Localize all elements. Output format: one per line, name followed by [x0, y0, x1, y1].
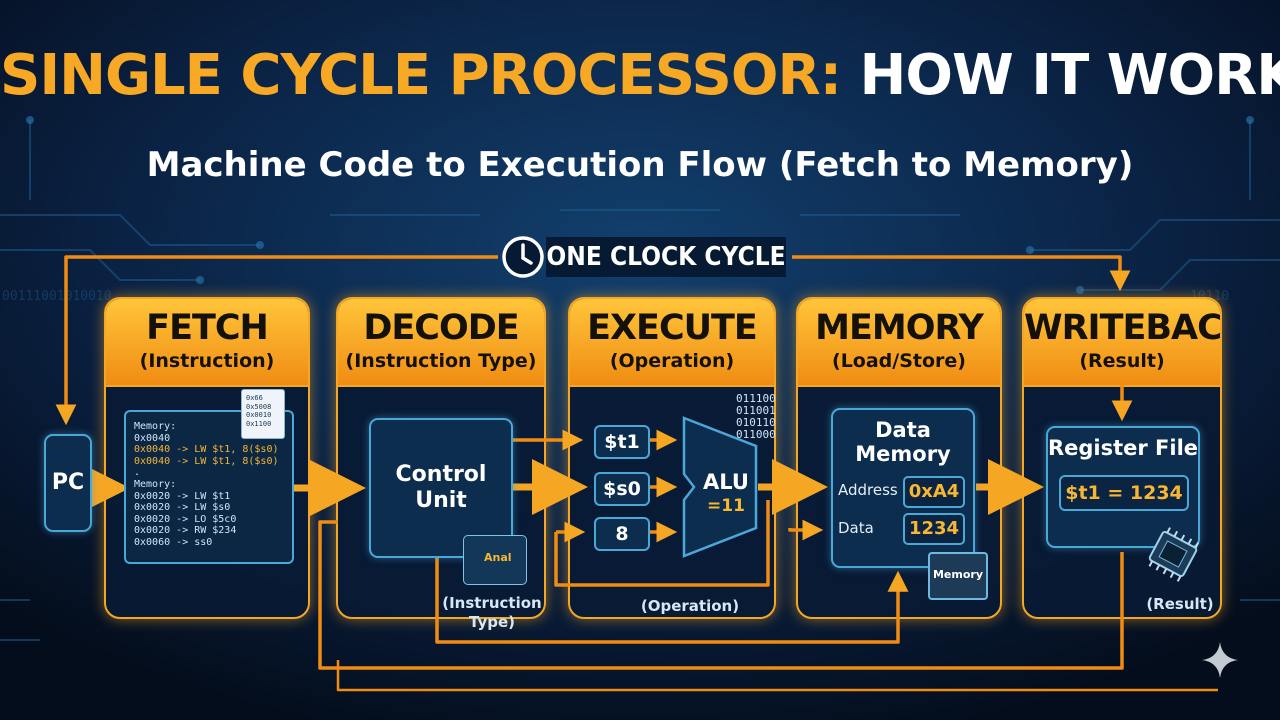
pc-label: PC [51, 470, 85, 495]
clock-icon [502, 236, 544, 278]
analysis-icon: Anal [463, 535, 527, 585]
code-line: . [134, 467, 141, 479]
file-icon-line: 0x0010 [246, 411, 272, 419]
stage-decode-title: DECODE [363, 308, 519, 348]
operation-label: (Operation) [640, 597, 740, 615]
stage-writeback-subtitle: (Result) [1079, 350, 1165, 372]
immediate-value: 8 [594, 517, 650, 551]
register-file-title: Register File [1047, 436, 1199, 460]
file-icon-line: 0x1100 [246, 419, 272, 428]
instruction-type-label: (Instruction Type) [442, 594, 542, 631]
memory-chip-icon [928, 552, 988, 600]
analysis-icon-label: Anal [484, 551, 512, 564]
data-value: 1234 [903, 513, 965, 545]
address-value: 0xA4 [903, 476, 965, 508]
title-part2: HOW IT WORKS [859, 43, 1280, 108]
file-icon-line: 0x5008 [246, 402, 272, 411]
stage-execute-header: EXECUTE (Operation) [570, 299, 774, 387]
stage-decode-header: DECODE (Instruction Type) [338, 299, 544, 387]
main-title: SINGLE CYCLE PROCESSOR: HOW IT WORKS [0, 40, 1280, 112]
stage-fetch-header: FETCH (Instruction) [106, 299, 308, 387]
control-unit: Control Unit [369, 418, 513, 558]
pc-register: PC [44, 434, 92, 532]
code-line: 0x0020 -> RW $234 [134, 525, 237, 537]
stage-fetch-subtitle: (Instruction) [139, 350, 275, 372]
stage-execute-title: EXECUTE [587, 308, 758, 348]
title-part1: SINGLE CYCLE PROCESSOR: [0, 43, 842, 108]
stage-memory-subtitle: (Load/Store) [832, 350, 966, 372]
code-line: 0x0020 -> LO $5c0 [134, 513, 237, 525]
stage-decode-subtitle: (Instruction Type) [345, 350, 537, 372]
control-unit-label: Control Unit [395, 462, 487, 513]
file-icon-line: 0x66 [246, 394, 263, 402]
cpu-chip-icon [1148, 527, 1200, 582]
register-file-value: $t1 = 1234 [1059, 475, 1189, 511]
bit-line: 011100 [736, 392, 776, 405]
stage-execute-subtitle: (Operation) [609, 350, 735, 372]
stage-fetch-title: FETCH [146, 308, 269, 348]
code-line: 0x0060 -> ss0 [134, 536, 213, 548]
bit-line: 010110 [736, 416, 776, 429]
alu-value: =11 [707, 496, 745, 516]
code-line: 0x0020 -> LW $s0 [134, 502, 231, 514]
address-label: Address [838, 481, 898, 499]
stage-writeback-header: WRITEBACK (Result) [1024, 299, 1220, 387]
alu-label: ALU [703, 470, 749, 494]
bit-line: 011000 [736, 428, 776, 441]
stage-memory-header: MEMORY (Load/Store) [798, 299, 1000, 387]
subtitle: Machine Code to Execution Flow (Fetch to… [146, 145, 1134, 185]
code-line: Memory: [134, 478, 177, 490]
memory-chip-label: Memory [932, 568, 984, 581]
sparkle-icon [1202, 642, 1238, 678]
code-line: 0x0040 -> LW $t1, 8($s0) [134, 455, 279, 467]
svg-text:00111001010010: 00111001010010 [2, 289, 112, 304]
clock-cycle-label: ONE CLOCK CYCLE [546, 237, 786, 277]
register-t1: $t1 [594, 425, 650, 459]
result-label: (Result) [1146, 595, 1214, 613]
stage-writeback-title: WRITEBACK [1024, 308, 1222, 348]
bit-line: 011001 [736, 404, 776, 417]
data-label: Data [838, 519, 874, 537]
code-line: 0x0040 [134, 432, 171, 444]
code-line: 0x0020 -> LW $t1 [134, 490, 231, 502]
register-s0: $s0 [594, 472, 650, 506]
stage-memory-title: MEMORY [815, 308, 984, 348]
code-line: 0x0040 -> LW $t1, 8($s0) [134, 444, 279, 456]
data-memory-title: Data Memory [855, 418, 951, 466]
code-line: Memory: [134, 421, 177, 432]
